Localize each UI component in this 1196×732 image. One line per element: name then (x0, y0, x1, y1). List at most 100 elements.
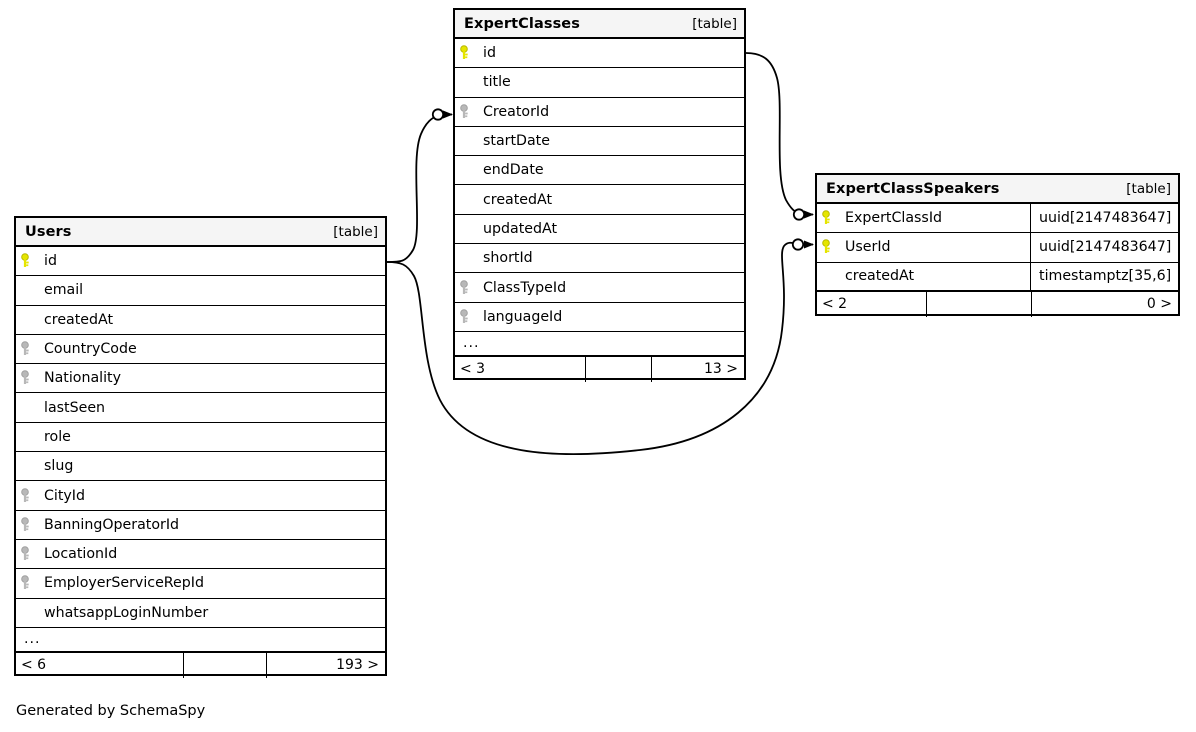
key-slot-empty (455, 68, 475, 96)
key-slot-empty (16, 423, 36, 451)
table-row[interactable]: languageId (455, 303, 744, 332)
footer-parents-count[interactable]: < 3 (455, 356, 587, 382)
table-row[interactable]: ExpertClassId uuid[2147483647] (817, 204, 1178, 234)
column-name: Nationality (44, 370, 122, 387)
column-type: uuid[2147483647] (1030, 233, 1178, 262)
table-row[interactable]: EmployerServiceRepId (16, 569, 385, 599)
key-slot-empty (16, 599, 36, 627)
footer-middle-cell (586, 356, 652, 382)
table-row[interactable]: endDate (455, 156, 744, 186)
key-icon-foreign (16, 569, 36, 597)
key-icon-foreign (16, 364, 36, 392)
key-icon-foreign (455, 273, 475, 301)
column-name: EmployerServiceRepId (44, 575, 204, 592)
table-row[interactable]: id (455, 39, 744, 69)
key-icon-foreign (16, 511, 36, 539)
key-slot-empty (16, 276, 36, 304)
column-name: startDate (483, 133, 550, 150)
key-slot-empty (16, 393, 36, 421)
column-name: ExpertClassId (845, 210, 943, 227)
column-name: CountryCode (44, 341, 137, 358)
table-node-expertclassspeakers[interactable]: ExpertClassSpeakers [table] ExpertClassI… (815, 173, 1180, 317)
key-icon-foreign (16, 540, 36, 568)
column-name: createdAt (44, 311, 114, 328)
key-icon-foreign (455, 98, 475, 126)
table-row[interactable]: updatedAt (455, 215, 744, 245)
column-name: id (483, 45, 496, 62)
footer-children-count[interactable]: 0 > (1146, 296, 1172, 313)
column-name: ClassTypeId (483, 279, 567, 296)
column-type: uuid[2147483647] (1030, 204, 1178, 233)
table-row[interactable]: CityId (16, 481, 385, 511)
key-slot-empty (455, 185, 475, 213)
column-name: UserId (845, 239, 891, 256)
table-footer-expertclassspeakers: < 2 0 > (817, 291, 1178, 317)
table-footer-users: < 6 193 > (16, 652, 385, 678)
table-row[interactable]: email (16, 276, 385, 306)
table-row[interactable]: createdAt (16, 306, 385, 335)
column-name: role (44, 428, 71, 445)
key-icon-foreign (455, 303, 475, 331)
table-row[interactable]: startDate (455, 127, 744, 157)
key-icon-foreign (16, 481, 36, 509)
table-kind-label-users: [table] (333, 223, 378, 240)
more-columns-indicator: ... (16, 628, 385, 653)
table-header-expertclasses: ExpertClasses [table] (455, 10, 744, 39)
footer-children-count[interactable]: 13 > (704, 361, 738, 378)
table-row[interactable]: Nationality (16, 364, 385, 394)
column-name: shortId (483, 250, 533, 267)
table-row[interactable]: ClassTypeId (455, 273, 744, 303)
key-slot-empty (455, 244, 475, 272)
table-row[interactable]: title (455, 68, 744, 98)
key-slot-empty (455, 156, 475, 184)
column-name: whatsappLoginNumber (44, 604, 209, 621)
column-type: timestamptz[35,6] (1030, 262, 1178, 290)
column-name: id (44, 253, 57, 270)
table-row[interactable]: createdAt timestamptz[35,6] (817, 262, 1178, 292)
key-slot-empty (16, 452, 36, 480)
table-header-expertclassspeakers: ExpertClassSpeakers [table] (817, 175, 1178, 204)
table-row[interactable]: lastSeen (16, 393, 385, 423)
footer-children-count[interactable]: 193 > (336, 657, 379, 674)
column-name: title (483, 74, 511, 91)
key-icon-primary (817, 233, 837, 261)
table-row[interactable]: shortId (455, 244, 744, 274)
column-name: endDate (483, 162, 544, 179)
column-name: email (44, 282, 84, 299)
table-kind-label-expertclasses: [table] (692, 15, 737, 32)
key-icon-primary (817, 204, 837, 232)
table-header-users: Users [table] (16, 218, 385, 247)
table-row[interactable]: LocationId (16, 540, 385, 570)
key-icon-primary (16, 247, 36, 275)
table-row[interactable]: whatsappLoginNumber (16, 599, 385, 628)
edge-expertclasses-id-to-speakers-expertclassid (745, 52, 814, 221)
column-name: BanningOperatorId (44, 516, 180, 533)
column-name: CityId (44, 487, 85, 504)
table-kind-label-expertclassspeakers: [table] (1126, 180, 1171, 197)
footer-parents-count[interactable]: < 2 (817, 291, 928, 317)
table-row[interactable]: CreatorId (455, 98, 744, 127)
table-title-expertclassspeakers: ExpertClassSpeakers (826, 180, 1000, 197)
column-name: slug (44, 458, 74, 475)
table-row[interactable]: slug (16, 452, 385, 482)
table-node-expertclasses[interactable]: ExpertClasses [table] id title CreatorId… (453, 8, 746, 382)
table-row[interactable]: CountryCode (16, 335, 385, 365)
table-row[interactable]: id (16, 247, 385, 277)
table-row[interactable]: BanningOperatorId (16, 511, 385, 540)
table-footer-expertclasses: < 3 13 > (455, 356, 744, 382)
column-name: CreatorId (483, 103, 550, 120)
table-node-users[interactable]: Users [table] id email createdAt Country… (14, 216, 387, 678)
column-name: lastSeen (44, 399, 106, 416)
table-row[interactable]: createdAt (455, 185, 744, 215)
column-name: LocationId (44, 546, 118, 563)
footer-parents-count[interactable]: < 6 (16, 652, 184, 678)
table-row[interactable]: UserId uuid[2147483647] (817, 233, 1178, 263)
more-columns-indicator: ... (455, 332, 744, 357)
column-name: createdAt (483, 191, 553, 208)
column-name: createdAt (845, 268, 915, 285)
table-row[interactable]: role (16, 423, 385, 453)
footer-middle-cell (927, 291, 1032, 317)
key-slot-empty (455, 127, 475, 155)
column-name: languageId (483, 308, 563, 325)
